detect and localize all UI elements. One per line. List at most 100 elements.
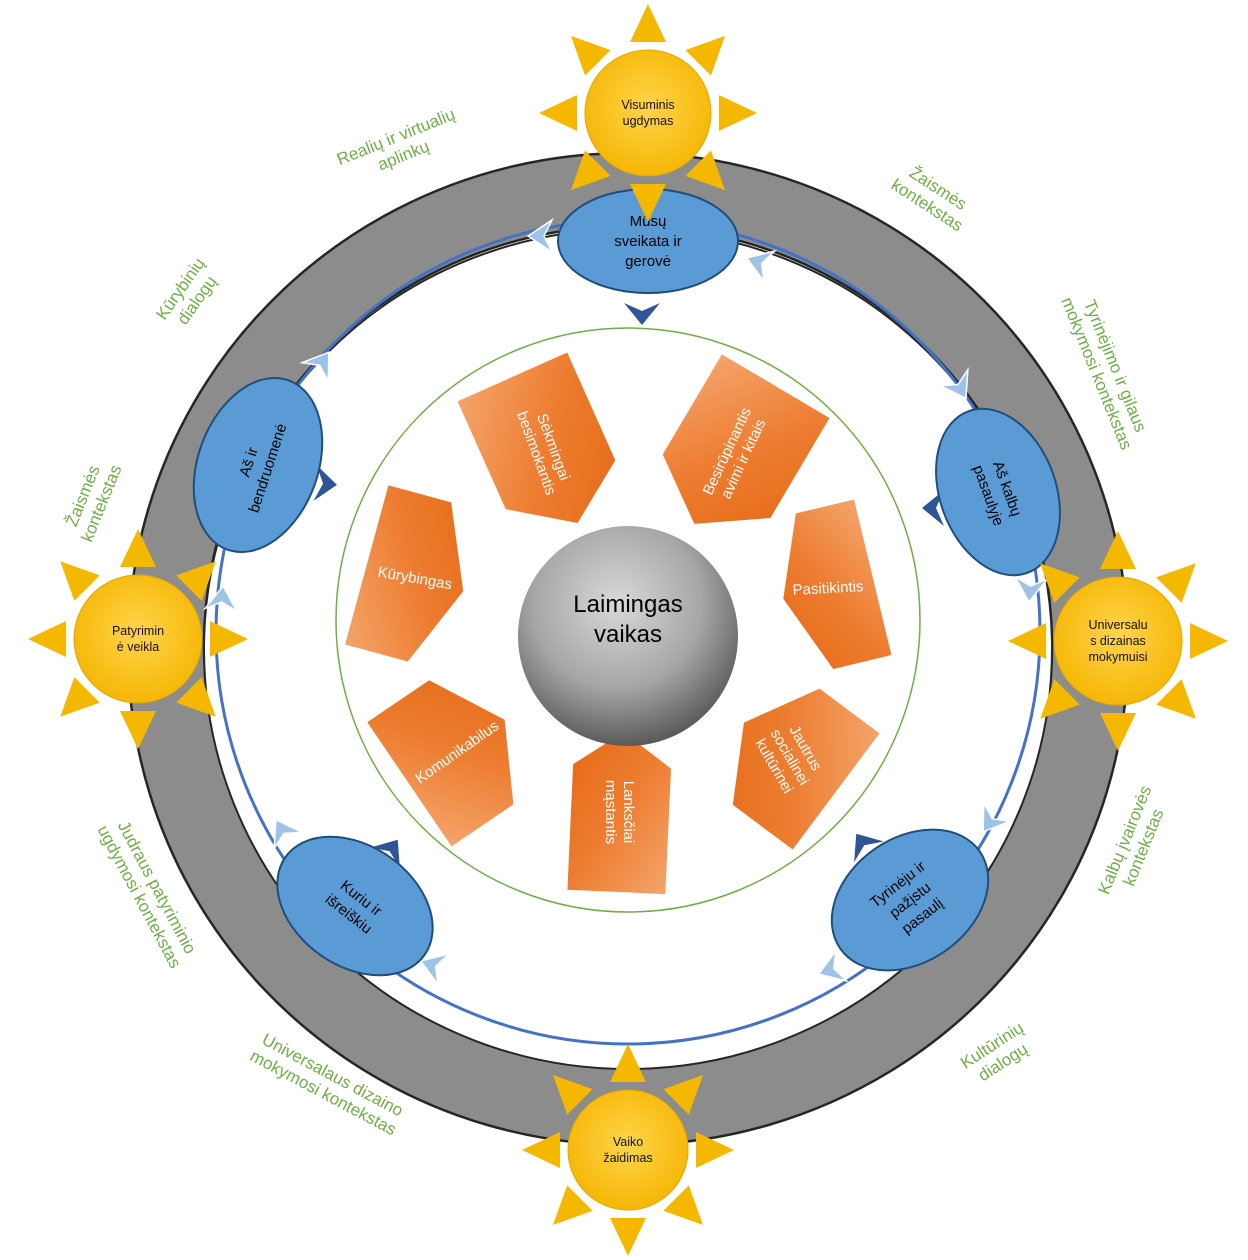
sun-universal-design-label-3: mokymuisi xyxy=(1088,650,1147,664)
quality-petal-6: Komunikabilus xyxy=(367,680,514,847)
sun-ray xyxy=(663,1185,703,1225)
sun-ray xyxy=(610,1218,646,1256)
area-ellipse xyxy=(935,407,1061,577)
cycle-arrowhead xyxy=(273,818,305,852)
center-label-1: Laimingas xyxy=(573,591,682,618)
sun-core xyxy=(1053,576,1183,706)
direction-chevron xyxy=(313,465,337,501)
petal-shape xyxy=(457,352,616,524)
sun-ray xyxy=(1100,531,1136,569)
sun-holistic-education-label-2: ugdymas xyxy=(623,114,674,128)
quality-label-3-1: Pasitikintis xyxy=(792,578,864,599)
sun-ray xyxy=(610,1044,646,1082)
cycle-arrowhead xyxy=(817,948,850,983)
petal-shape xyxy=(662,354,830,524)
direction-chevron xyxy=(624,303,660,325)
center-node: Laimingas vaikas xyxy=(518,526,738,746)
sun-holistic-education: Visuminis ugdymas xyxy=(539,4,757,222)
sun-ray xyxy=(570,35,611,76)
sun-ray xyxy=(1040,679,1080,719)
cycle-arrowhead xyxy=(937,366,969,400)
cycle-arrowhead xyxy=(202,584,239,614)
sun-universal-design-label-2: s dizainas xyxy=(1090,634,1146,648)
sun-core xyxy=(584,49,712,177)
petal-shape xyxy=(732,688,880,850)
sun-ray xyxy=(60,561,100,601)
sun-child-play: Vaiko žaidimas xyxy=(522,1044,734,1256)
sun-universal-design-label-1: Universalu xyxy=(1088,618,1147,632)
cycle-arrowhead xyxy=(1013,574,1050,604)
direction-chevron xyxy=(854,833,884,863)
direction-chevron xyxy=(370,839,400,869)
petal-shape xyxy=(345,485,464,662)
sun-ray xyxy=(570,150,611,191)
cycle-arrowhead xyxy=(419,952,452,987)
sun-core xyxy=(567,1089,689,1211)
sun-experiential-activity-label-1: Patyrimin xyxy=(112,624,164,638)
sun-ray xyxy=(1190,623,1228,659)
sun-ray xyxy=(210,621,248,657)
sun-ray xyxy=(176,561,216,601)
sun-ray xyxy=(685,35,726,76)
sun-ray xyxy=(1040,563,1080,603)
petal-shape xyxy=(783,499,892,670)
cycle-arrowhead xyxy=(526,217,554,255)
area-health-wellbeing-label-2: sveikata ir xyxy=(614,233,682,250)
center-label-2: vaikas xyxy=(594,621,662,648)
sun-ray xyxy=(553,1075,593,1115)
cycle-arrowhead xyxy=(982,800,1013,833)
sun-ray xyxy=(1156,563,1196,603)
sun-ray xyxy=(176,677,216,717)
area-health-wellbeing-label-3: gerovė xyxy=(625,253,671,270)
sun-experiential-activity-label-2: ė veikla xyxy=(117,640,159,654)
sun-ray xyxy=(1156,679,1196,719)
petal-shape xyxy=(567,732,672,895)
sun-ray xyxy=(696,1132,734,1168)
sun-ray xyxy=(120,529,156,567)
sun-child-play-label-1: Vaiko xyxy=(613,1135,643,1149)
sun-ray xyxy=(539,95,577,131)
sun-ray xyxy=(1100,713,1136,751)
sun-ray xyxy=(630,4,666,42)
area-ellipse xyxy=(276,835,434,977)
sun-ray xyxy=(630,184,666,222)
area-ellipse xyxy=(192,376,324,554)
sun-child-play-label-2: žaidimas xyxy=(603,1151,652,1165)
quality-label-5-2: mąstantis xyxy=(602,780,619,844)
quality-label-5-1: Lanksčiai xyxy=(620,781,637,844)
cycle-arrowhead xyxy=(745,249,778,284)
quality-petal-7: Kūrybingas xyxy=(345,485,464,662)
sun-experiential-activity: Patyrimin ė veikla xyxy=(28,529,248,749)
sun-holistic-education-label-1: Visuminis xyxy=(621,98,674,112)
sun-ray xyxy=(60,677,100,717)
sun-ray xyxy=(553,1185,593,1225)
cycle-arrowhead xyxy=(299,351,330,384)
quality-petal-3: Pasitikintis xyxy=(783,499,892,670)
petal-shape xyxy=(367,680,514,847)
sun-ray xyxy=(663,1075,703,1115)
sun-ray xyxy=(685,150,726,191)
sun-ray xyxy=(719,95,757,131)
sun-ray xyxy=(28,621,66,657)
sun-ray xyxy=(522,1132,560,1168)
sun-ray xyxy=(1008,623,1046,659)
sun-core xyxy=(73,574,203,704)
sun-ray xyxy=(120,711,156,749)
sun-universal-design: Universalu s dizainas mokymuisi xyxy=(1008,531,1228,751)
area-ellipse xyxy=(830,828,990,972)
